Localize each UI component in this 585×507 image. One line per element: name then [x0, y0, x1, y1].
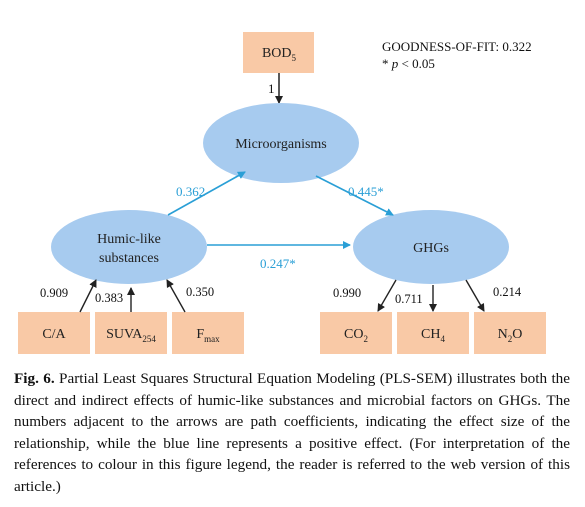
- svg-text:N2O: N2O: [498, 327, 523, 344]
- node-n2o: N2O: [474, 312, 546, 354]
- svg-text:Microorganisms: Microorganisms: [235, 137, 327, 152]
- svg-text:C/A: C/A: [42, 327, 66, 342]
- node-humic-like-substances: Humic-like substances: [51, 210, 207, 284]
- coef-humic-ghgs: 0.247*: [260, 256, 296, 271]
- node-ch4: CH4: [397, 312, 469, 354]
- significance-note: * p < 0.05: [382, 56, 435, 71]
- arrow-microorganisms-to-ghgs: [315, 175, 394, 216]
- figure-caption: Fig. 6. Partial Least Squares Structural…: [14, 368, 570, 497]
- node-microorganisms: Microorganisms: [203, 103, 359, 183]
- arrow-fmax-to-humic: [166, 279, 186, 313]
- arrow-humic-to-microorganisms: [167, 171, 246, 216]
- bod-label: BOD: [262, 46, 292, 61]
- figure-label: Fig. 6.: [14, 370, 55, 387]
- bod-subscript: 5: [292, 53, 297, 63]
- coef-microorganisms-ghgs: 0.445*: [348, 184, 384, 199]
- coef-bod-microorganisms: 1: [268, 81, 275, 96]
- node-fmax: Fmax: [172, 312, 244, 354]
- node-suva254: SUVA254: [95, 312, 167, 354]
- svg-text:BOD5: BOD5: [262, 46, 297, 63]
- coef-n2o: 0.214: [493, 285, 522, 299]
- svg-text:CO2: CO2: [344, 327, 368, 344]
- arrow-ghgs-to-n2o: [465, 279, 485, 312]
- coef-ch4: 0.711: [395, 292, 423, 306]
- coef-fmax: 0.350: [186, 285, 214, 299]
- figure-caption-text: Partial Least Squares Structural Equatio…: [14, 370, 570, 495]
- node-bod5: BOD5: [243, 32, 314, 73]
- svg-text:GHGs: GHGs: [413, 241, 449, 256]
- coef-co2: 0.990: [333, 286, 361, 300]
- node-ghgs: GHGs: [353, 210, 509, 284]
- svg-text:substances: substances: [99, 251, 159, 266]
- svg-text:Humic-like: Humic-like: [97, 232, 161, 247]
- goodness-of-fit-label: GOODNESS-OF-FIT: 0.322: [382, 39, 532, 54]
- arrow-ghgs-to-co2: [377, 279, 397, 312]
- coef-humic-microorganisms: 0.362: [176, 184, 205, 199]
- coef-ca: 0.909: [40, 286, 68, 300]
- arrow-ca-to-humic: [79, 279, 97, 313]
- coef-suva: 0.383: [95, 291, 123, 305]
- svg-text:SUVA254: SUVA254: [106, 327, 156, 344]
- node-co2: CO2: [320, 312, 392, 354]
- svg-text:Fmax: Fmax: [196, 327, 220, 344]
- node-ca: C/A: [18, 312, 90, 354]
- svg-text:CH4: CH4: [421, 327, 445, 344]
